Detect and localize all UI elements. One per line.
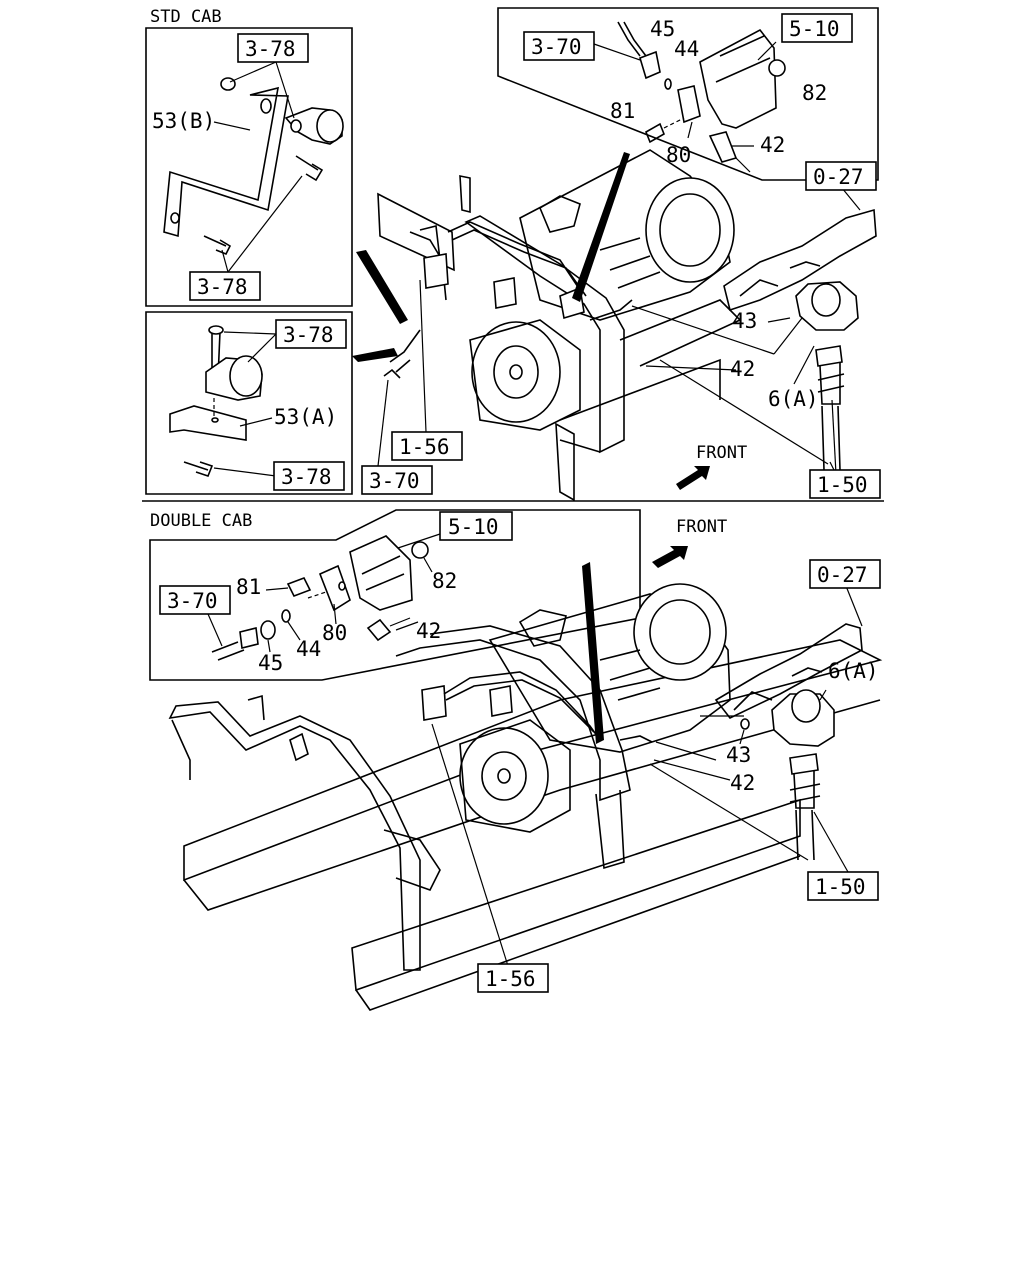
std-main-assembly: FRONT 0-27 43 42 6(A) 1-56 3-70 1-50 [352,149,881,502]
std-inset-a-ref-bottom: 3-78 [197,275,248,299]
double-cab-title: DOUBLE CAB [150,511,252,531]
dbl-ref-0-27: 0-27 [817,563,868,587]
dbl-part-44-label: 44 [296,637,321,661]
std-part-45-label: 45 [650,17,675,41]
std-part-53a-label: 53(A) [274,405,337,429]
std-ref-0-27: 0-27 [813,165,864,189]
dbl-part-45-label: 45 [258,651,283,675]
std-inset-c-ref-3-70: 3-70 [531,35,582,59]
std-inset-a: 3-78 3-78 53(B) [145,27,353,307]
std-part-82-label: 82 [802,81,827,105]
std-inset-c: 3-70 5-10 45 44 82 81 80 42 [497,7,879,181]
dbl-part-42-inset-label: 42 [416,619,441,643]
dbl-inset-ref-5-10: 5-10 [448,515,499,539]
dbl-ref-1-50: 1-50 [815,875,866,899]
std-inset-c-ref-5-10: 5-10 [789,17,840,41]
std-part-42-main-label: 42 [730,357,755,381]
std-ref-1-50: 1-50 [817,473,868,497]
std-part-53b-label: 53(B) [152,109,215,133]
std-inset-b-ref-top: 3-78 [283,323,334,347]
std-ref-1-56: 1-56 [399,435,450,459]
dbl-inset: 5-10 3-70 81 82 80 42 44 45 [149,509,641,681]
std-front-label: FRONT [696,443,747,463]
std-cab-title: STD CAB [150,7,222,27]
dbl-part-42-label: 42 [730,771,755,795]
std-part-44-label: 44 [674,37,699,61]
dbl-main-assembly: FRONT 0-27 6(A) 43 42 1-50 1-56 [168,517,883,1011]
std-ref-3-70-bottom: 3-70 [369,469,420,493]
std-part-6a-label: 6(A) [768,387,819,411]
dbl-part-82-label: 82 [432,569,457,593]
dbl-part-80-label: 80 [322,621,347,645]
dbl-part-81-label: 81 [236,575,261,599]
dbl-inset-ref-3-70: 3-70 [167,589,218,613]
std-part-42-label: 42 [760,133,785,157]
dbl-part-6a-label: 6(A) [828,659,879,683]
std-inset-b-ref-bottom: 3-78 [281,465,332,489]
std-inset-a-ref-top: 3-78 [245,37,296,61]
dbl-part-43-label: 43 [726,743,751,767]
dbl-front-label: FRONT [676,517,727,537]
std-part-81-label: 81 [610,99,635,123]
std-inset-b: 3-78 3-78 53(A) [145,311,353,495]
std-part-43-label: 43 [732,309,757,333]
dbl-ref-1-56: 1-56 [485,967,536,991]
